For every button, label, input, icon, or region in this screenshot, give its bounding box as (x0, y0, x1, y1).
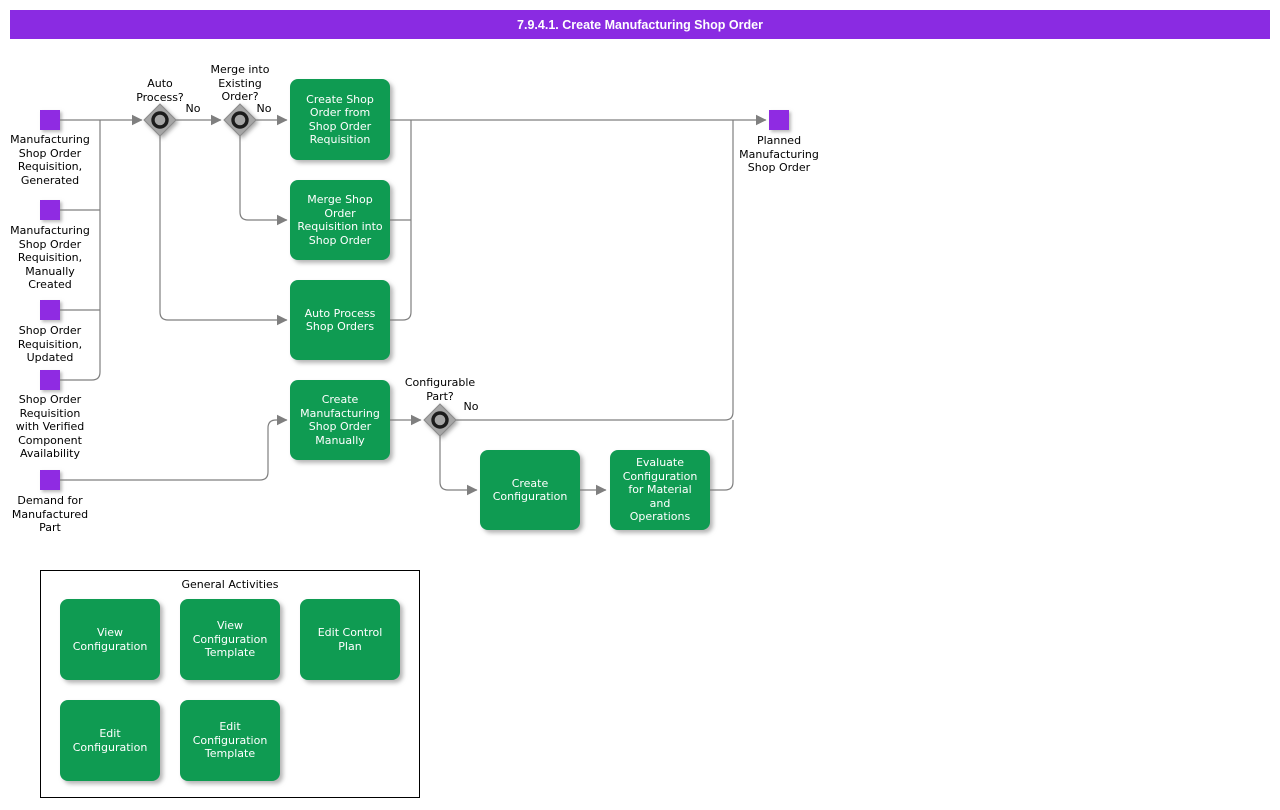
event-label: Planned Manufacturing Shop Order (724, 134, 834, 175)
event-label: Demand for Manufactured Part (0, 494, 105, 535)
event-sor-updated[interactable] (40, 300, 60, 320)
event-msor-generated[interactable] (40, 110, 60, 130)
activity-view-configuration-template[interactable]: View Configuration Template (180, 599, 280, 680)
activity-create-shop-order-from-requisition[interactable]: Create Shop Order from Shop Order Requis… (290, 79, 390, 160)
event-demand-for-manufactured-part[interactable] (40, 470, 60, 490)
activity-auto-process-shop-orders[interactable]: Auto Process Shop Orders (290, 280, 390, 360)
event-sor-verified-availability[interactable] (40, 370, 60, 390)
edge-mid-bus-up (390, 120, 411, 320)
event-label: Manufacturing Shop Order Requisition, Ge… (0, 133, 105, 187)
activity-create-manufacturing-shop-order-manually[interactable]: Create Manufacturing Shop Order Manually (290, 380, 390, 460)
edge-label-no: No (248, 102, 280, 115)
edge-gateway2-to-merge (240, 136, 287, 220)
event-label: Shop Order Requisition with Verified Com… (0, 393, 105, 461)
edge-gateway3-to-create-configuration (440, 436, 477, 490)
edge-event4-feed (60, 372, 100, 380)
edge-gateway3-no-up (456, 120, 733, 420)
activity-view-configuration[interactable]: View Configuration (60, 599, 160, 680)
edge-label-no: No (177, 102, 209, 115)
activity-edit-control-plan[interactable]: Edit Control Plan (300, 599, 400, 680)
general-activities-title: General Activities (40, 578, 420, 591)
event-label: Manufacturing Shop Order Requisition, Ma… (0, 224, 105, 292)
activity-edit-configuration-template[interactable]: Edit Configuration Template (180, 700, 280, 781)
activity-create-configuration[interactable]: Create Configuration (480, 450, 580, 530)
activity-merge-requisition-into-shop-order[interactable]: Merge Shop Order Requisition into Shop O… (290, 180, 390, 260)
gateway-auto-process (138, 98, 182, 142)
title-bar: 7.9.4.1. Create Manufacturing Shop Order (10, 10, 1270, 39)
edge-label-no: No (455, 400, 487, 413)
activity-evaluate-configuration[interactable]: Evaluate Configuration for Material and … (610, 450, 710, 530)
activity-edit-configuration[interactable]: Edit Configuration (60, 700, 160, 781)
page-title: 7.9.4.1. Create Manufacturing Shop Order (517, 18, 763, 32)
event-label: Shop Order Requisition, Updated (0, 324, 105, 365)
event-msor-manually-created[interactable] (40, 200, 60, 220)
gateway-diamond-icon (138, 98, 182, 142)
edge-evaluate-out-up (710, 420, 733, 490)
edge-gateway1-to-auto-process (160, 136, 287, 320)
event-planned-manufacturing-shop-order[interactable] (769, 110, 789, 130)
